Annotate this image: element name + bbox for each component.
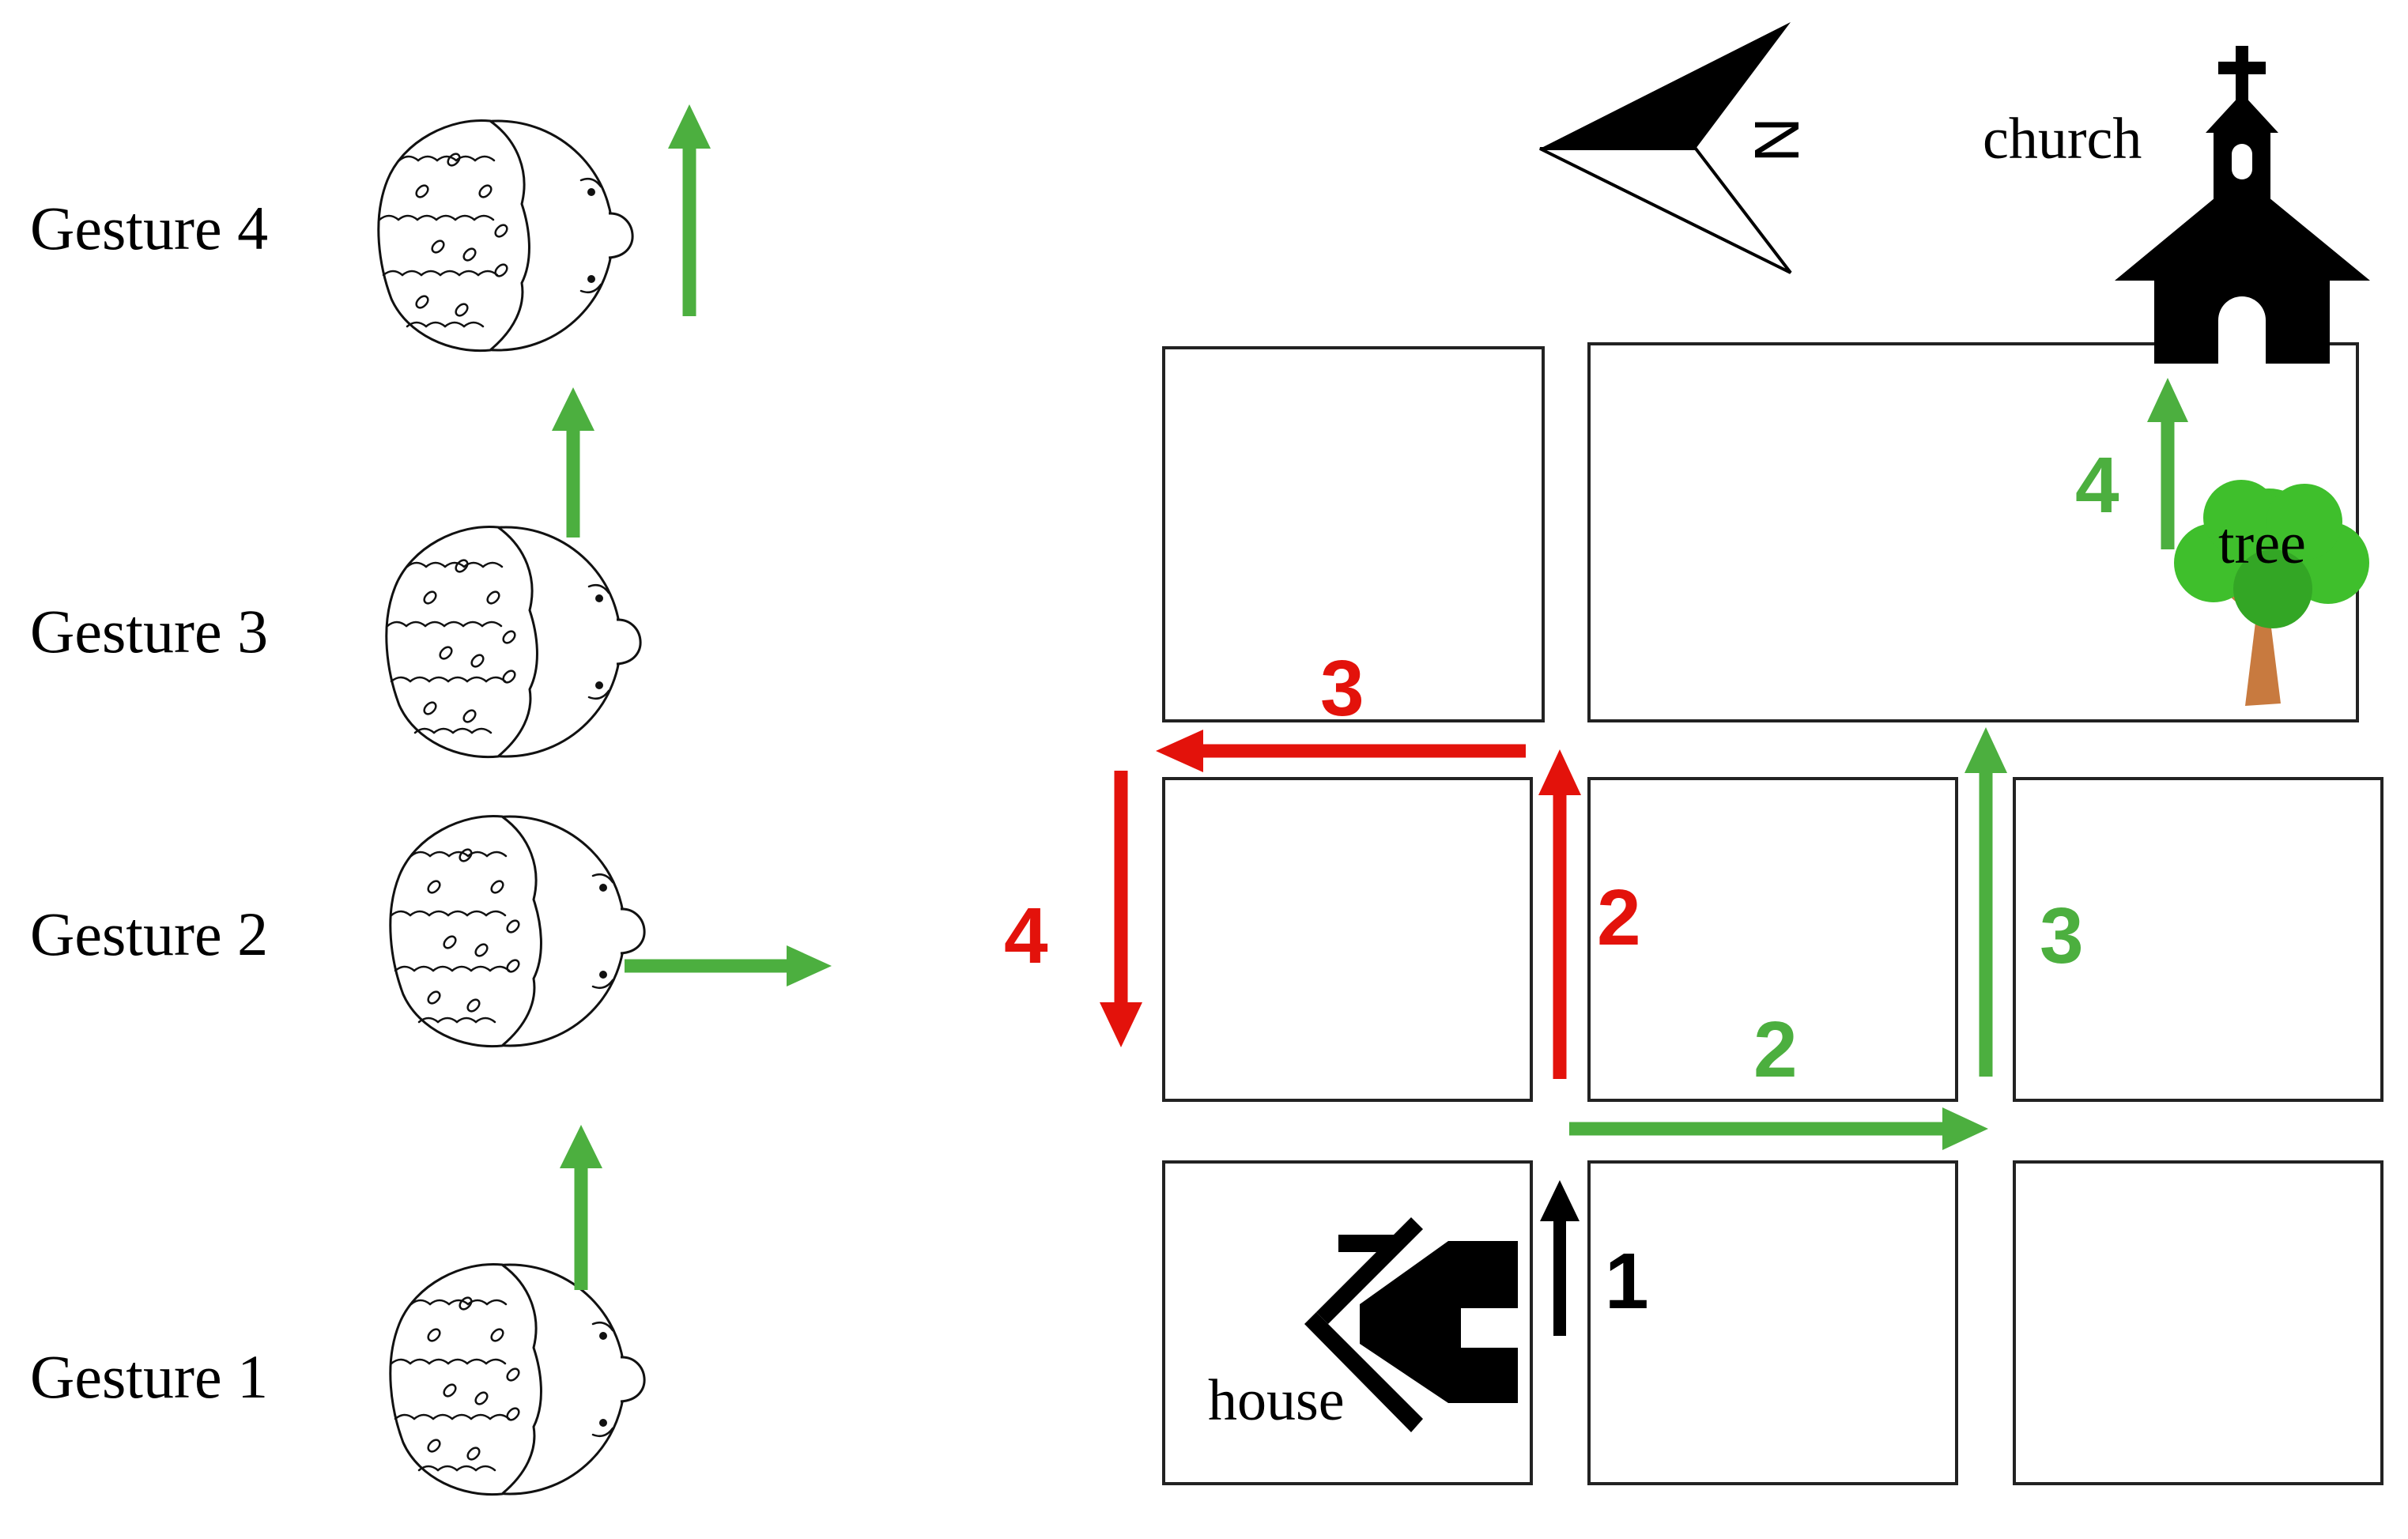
gesture-1-head-icon — [389, 1262, 646, 1496]
gesture-2-label: Gesture 2 — [30, 900, 268, 968]
green-arrowhead-2 — [1942, 1107, 1988, 1150]
tree-icon — [2174, 480, 2369, 706]
house-icon — [1304, 1217, 1518, 1432]
green-arrowhead-4 — [2147, 378, 2188, 422]
green-step-4: 4 — [2075, 441, 2119, 530]
red-step-3: 3 — [1320, 644, 1364, 733]
church-door — [2218, 296, 2266, 364]
gesture-4-head-icon — [377, 119, 634, 353]
gesture-3-up-arrowhead — [552, 387, 594, 431]
red-step-4: 4 — [1004, 892, 1048, 980]
block-bottom-right — [2013, 1160, 2383, 1485]
gesture-2-head-icon — [389, 814, 646, 1048]
tree-label: tree — [2218, 511, 2306, 576]
gesture-1-label: Gesture 1 — [30, 1342, 268, 1411]
red-arrowhead-4 — [1100, 1002, 1142, 1047]
block-middle-left — [1162, 777, 1533, 1102]
red-arrowhead-2 — [1538, 749, 1581, 795]
block-middle-center — [1587, 777, 1958, 1102]
gesture-3-label: Gesture 3 — [30, 597, 268, 666]
block-bottom-left — [1162, 1160, 1533, 1485]
red-arrowhead-3 — [1156, 730, 1203, 772]
green-arrowhead-3 — [1965, 727, 2007, 773]
red-step-2: 2 — [1597, 873, 1641, 962]
green-route — [1569, 378, 2188, 1150]
red-route — [1100, 730, 1581, 1079]
church-label: church — [1983, 107, 2142, 172]
church-window — [2232, 144, 2252, 179]
gesture-4-arrowhead — [668, 104, 711, 149]
block-middle-right — [2013, 777, 2383, 1102]
green-step-2: 2 — [1753, 1005, 1798, 1094]
north-arrow-icon — [1539, 22, 1792, 274]
compass-letter: N — [1742, 117, 1812, 163]
gesture-1-up-arrowhead — [560, 1125, 602, 1168]
gesture-2-right-arrowhead — [787, 945, 832, 986]
block-top-left — [1162, 346, 1545, 722]
gesture-4-label: Gesture 4 — [30, 194, 268, 262]
black-arrowhead-1 — [1540, 1180, 1580, 1221]
city-blocks — [1162, 342, 2383, 1485]
green-step-3: 3 — [2040, 892, 2084, 980]
block-bottom-center — [1587, 1160, 1958, 1485]
gesture-3-head-icon — [385, 525, 642, 759]
black-route — [1540, 1180, 1580, 1336]
house-label: house — [1208, 1368, 1345, 1433]
black-step-1: 1 — [1605, 1237, 1649, 1326]
gesture-arrows — [552, 104, 832, 1290]
